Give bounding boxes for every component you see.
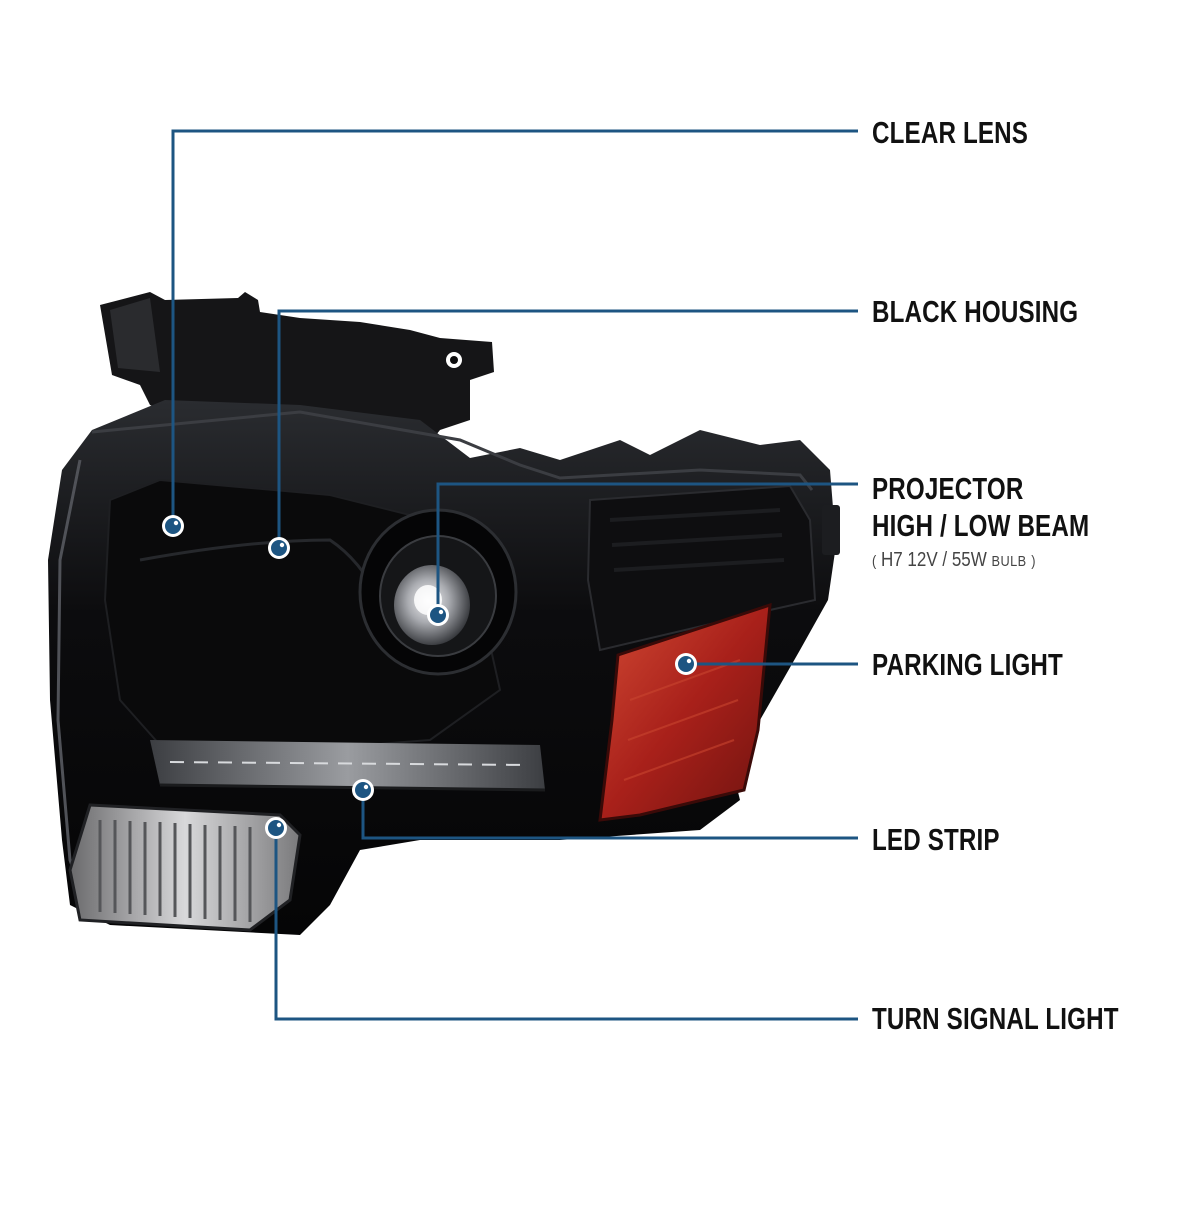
label-black-housing: BLACK HOUSING (872, 294, 1079, 329)
leader-line-turn-signal (274, 828, 858, 1021)
bulb-spec-open-paren: ( (872, 553, 877, 570)
callout-dot-icon (268, 537, 290, 559)
label-bulb-spec: ( H7 12V / 55W BULB ) (872, 548, 1036, 574)
callout-dot-icon (675, 653, 697, 675)
label-turn-signal-light: TURN SIGNAL LIGHT (872, 1001, 1119, 1036)
leader-line-clear-lens (171, 129, 858, 526)
label-clear-lens: CLEAR LENS (872, 115, 1029, 150)
bulb-spec-unit: BULB (991, 553, 1027, 570)
callout-dots (162, 515, 697, 839)
leader-line-black-housing (277, 309, 858, 548)
label-parking-light: PARKING LIGHT (872, 647, 1063, 682)
bulb-spec-close-paren: ) (1031, 553, 1036, 570)
leader-line-led-strip (361, 790, 858, 840)
callout-dot-icon (352, 779, 374, 801)
callout-dot-icon (265, 817, 287, 839)
led-strip (150, 740, 546, 792)
label-projector: PROJECTOR (872, 471, 1024, 506)
bulb-spec-value: H7 12V / 55W (880, 549, 987, 571)
callout-dot-icon (162, 515, 184, 537)
amber-parking-lens (598, 602, 772, 822)
leader-line-projector (436, 482, 858, 615)
leader-lines (171, 129, 858, 1021)
label-led-strip: LED STRIP (872, 822, 1000, 857)
turn-signal-lens (68, 803, 302, 932)
callout-dot-icon (427, 604, 449, 626)
label-high-low-beam: HIGH / LOW BEAM (872, 508, 1090, 543)
